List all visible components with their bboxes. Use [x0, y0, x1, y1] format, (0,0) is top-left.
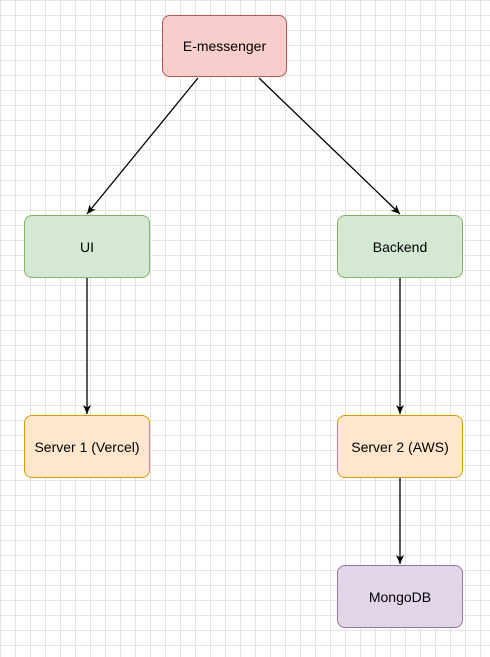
node-backend-label: Backend	[372, 238, 428, 255]
edge-emessenger-to-backend	[258, 77, 401, 215]
node-server-1-vercel-label: Server 1 (Vercel)	[34, 438, 140, 455]
edge-emessenger-to-ui	[86, 77, 199, 215]
node-mongodb[interactable]: MongoDB	[337, 565, 463, 628]
edges-layer	[83, 77, 404, 564]
node-e-messenger[interactable]: E-messenger	[162, 15, 287, 77]
node-mongodb-label: MongoDB	[368, 588, 432, 605]
node-server-2-aws[interactable]: Server 2 (AWS)	[337, 415, 463, 478]
node-ui-label: UI	[80, 238, 94, 255]
node-ui[interactable]: UI	[24, 215, 150, 278]
node-server-2-aws-label: Server 2 (AWS)	[351, 438, 449, 455]
node-e-messenger-label: E-messenger	[182, 38, 267, 54]
node-server-1-vercel[interactable]: Server 1 (Vercel)	[24, 415, 150, 478]
node-backend[interactable]: Backend	[337, 215, 463, 278]
